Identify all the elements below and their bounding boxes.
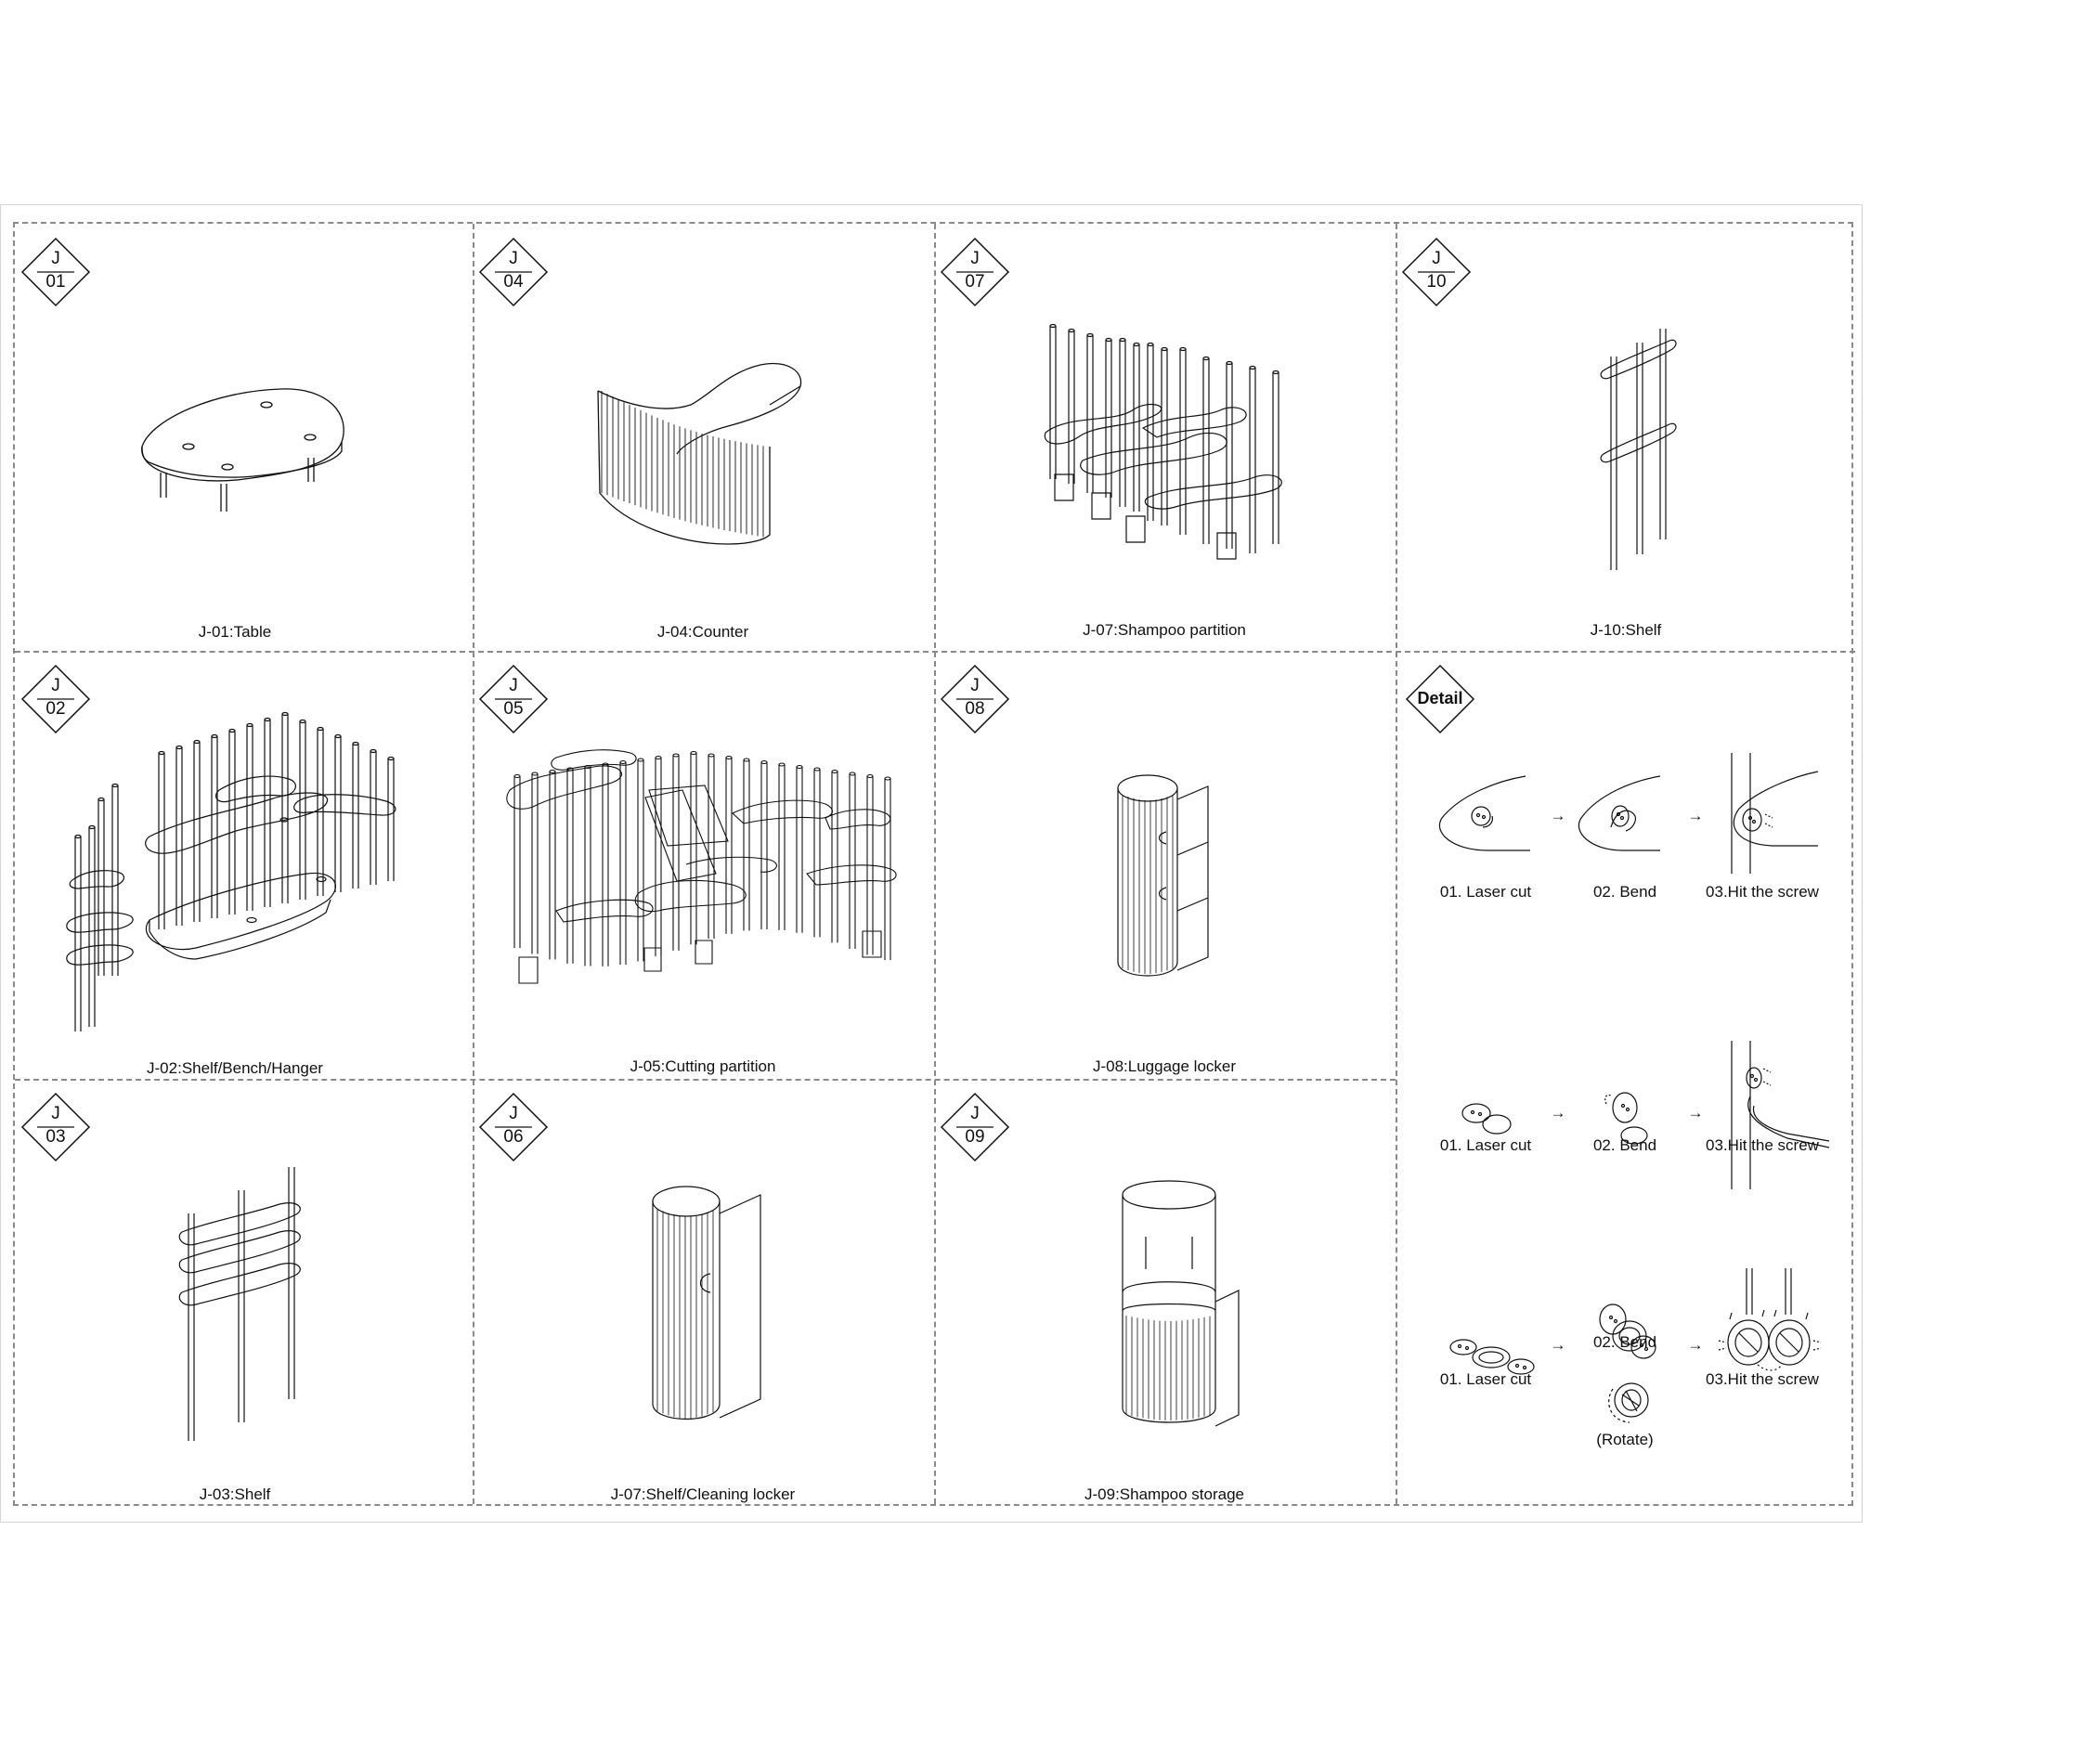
laser-cut-step-icon [1456,1096,1521,1143]
table-drawing [133,382,356,512]
tile-grid: J 01 J-01:Table J 04 [13,222,1855,1508]
tile-caption: J-03:Shelf [199,1485,271,1503]
bend-step-icon [1592,1299,1662,1368]
tile-caption: J-05:Cutting partition [630,1057,776,1075]
tag-diamond: J 01 [20,237,91,307]
tile-j05: J 05 J-05:Cutting partition [473,651,934,1079]
tile-caption: J-02:Shelf/Bench/Hanger [147,1059,323,1077]
tile-caption: J-07:Shelf/Cleaning locker [610,1485,796,1503]
tile-j03: J 03 J-03:Shelf [15,1079,473,1508]
tag-diamond: J 07 [940,237,1010,307]
tile-j04: J 04 J-04:Counter [473,224,934,651]
bend-step-icon [1572,772,1665,855]
tag-diamond: J 04 [478,237,549,307]
tag-letter: J [509,676,518,695]
grid-divider [934,224,936,1504]
tag-diamond: J 03 [20,1092,91,1162]
hit-screw-step-icon [1711,753,1823,874]
tag-number: 09 [965,1127,985,1147]
shampoo-storage-drawing [1118,1172,1243,1436]
tag-diamond: J 02 [20,664,91,734]
tag-letter: J [1432,249,1441,268]
tag-letter: J [509,1104,518,1123]
grid-divider [473,224,474,1504]
tile-j07: J 07 J-07:Shampoo partition [934,224,1396,651]
arrow-icon: → [1550,1336,1566,1354]
tile-j10: J 10 J-10:Shelf [1396,224,1855,651]
tag-letter: J [970,676,980,695]
tag-number: 05 [503,699,524,719]
tile-caption: J-04:Counter [656,623,749,641]
tag-letter: J [970,1104,980,1123]
tile-j06: J 06 J-07:Shelf/Cleaning locker [473,1079,934,1508]
tag-letter: J [509,249,518,268]
arrow-icon: → [1687,807,1704,824]
tag-number: 02 [45,699,66,719]
step-bend-label: 02. Bend [1592,1136,1657,1154]
step-hit-screw-label: 03.Hit the screw [1706,1370,1819,1388]
cutting-partition-drawing [500,725,918,1022]
tag-number: 03 [45,1127,66,1147]
tile-caption: J-10:Shelf [1590,621,1662,639]
shelf-drawing [177,1162,307,1446]
step-laser-cut-label: 01. Laser cut [1439,883,1532,901]
tag-number: 01 [45,272,66,292]
tag-number: 08 [965,699,985,719]
tile-caption: J-01:Table [198,623,272,641]
cleaning-locker-drawing [649,1181,765,1432]
step-laser-cut-label: 01. Laser cut [1439,1136,1532,1154]
tag-diamond: J 08 [940,664,1010,734]
laser-cut-step-icon [1433,772,1535,855]
tag-number: 07 [965,272,985,292]
tile-caption: J-09:Shampoo storage [1084,1485,1244,1503]
detail-panel: Detail 01. Laser cut → 02. Bend → [1396,651,1855,1508]
tag-diamond: J 06 [478,1092,549,1162]
tag-diamond: J 09 [940,1092,1010,1162]
tile-j08: J 08 J-08:Luggage locker [934,651,1396,1079]
arrow-icon: → [1687,1104,1704,1122]
tag-letter: J [970,249,980,268]
step-hit-screw-label: 03.Hit the screw [1706,883,1819,901]
step-hit-screw-label: 03.Hit the screw [1706,1136,1819,1154]
counter-drawing [589,354,812,553]
laser-cut-step-icon [1447,1333,1539,1380]
rotate-step-icon [1602,1380,1657,1426]
tile-j01: J 01 J-01:Table [15,224,473,651]
rotate-note: (Rotate) [1596,1431,1654,1448]
tile-caption: J-07:Shampoo partition [1083,621,1246,639]
tag-number: 04 [503,272,524,292]
bend-step-icon [1595,1087,1660,1152]
shampoo-partition-drawing [1041,321,1292,572]
luggage-locker-drawing [1115,772,1217,985]
grid-divider [15,1079,1396,1081]
step-bend-label: 02. Bend [1592,1333,1657,1351]
arrow-icon: → [1687,1336,1704,1354]
detail-tag-label: Detail [1417,689,1463,707]
tag-diamond: Detail [1405,664,1475,734]
hit-screw-step-icon [1711,1268,1827,1384]
grid-divider [1396,224,1397,1504]
tag-letter: J [51,676,60,695]
tag-diamond: J 05 [478,664,549,734]
step-laser-cut-label: 01. Laser cut [1439,1370,1532,1388]
tile-j09: J 09 J-09:Shampoo storage [934,1079,1396,1508]
shelf-drawing [1600,324,1674,575]
tag-letter: J [51,1104,60,1123]
tag-letter: J [51,249,60,268]
grid-divider [15,651,1855,653]
shelf-bench-hanger-drawing [57,697,428,1041]
tile-j02: J 02 J-02:Shelf/Bench/Hanger [15,651,473,1079]
arrow-icon: → [1550,1104,1566,1122]
tag-diamond: J 10 [1401,237,1472,307]
tile-caption: J-08:Luggage locker [1092,1057,1237,1075]
tag-number: 06 [503,1127,524,1147]
tag-number: 10 [1426,272,1447,292]
hit-screw-step-icon [1722,1041,1834,1189]
drawing-sheet: J 01 J-01:Table J 04 [0,204,1863,1523]
arrow-icon: → [1550,807,1566,824]
step-bend-label: 02. Bend [1592,883,1657,901]
